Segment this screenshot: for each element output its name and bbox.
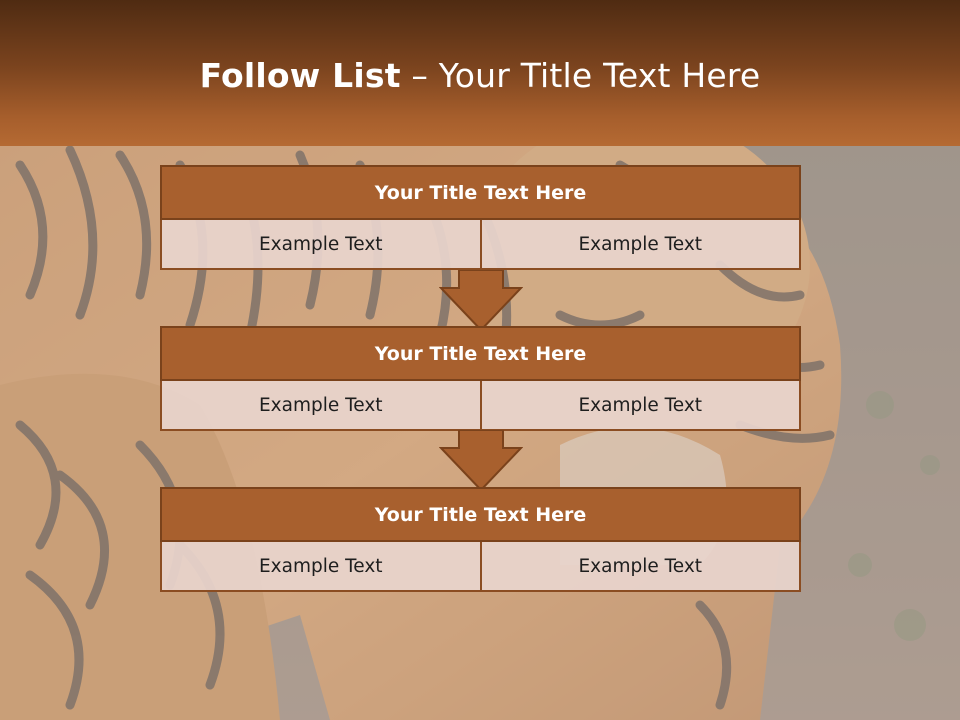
slide-title-bold: Follow List <box>199 56 401 95</box>
flow-block-title: Your Title Text Here <box>160 326 801 381</box>
flow-block-1: Your Title Text Here Example Text Exampl… <box>160 165 801 270</box>
flow-block-cell-right: Example Text <box>481 220 801 270</box>
flow-block-2: Your Title Text Here Example Text Exampl… <box>160 326 801 431</box>
flow-block-title: Your Title Text Here <box>160 487 801 542</box>
flow-block-cell-right: Example Text <box>481 542 801 592</box>
flow-block-row: Example Text Example Text <box>160 220 801 270</box>
slide-title-rest: – Your Title Text Here <box>400 56 761 95</box>
flow-block-row: Example Text Example Text <box>160 542 801 592</box>
flow-block-cell-left: Example Text <box>160 542 482 592</box>
flow-block-title: Your Title Text Here <box>160 165 801 220</box>
flow-block-cell-left: Example Text <box>160 220 482 270</box>
header-band: Follow List – Your Title Text Here <box>0 0 960 146</box>
flow-block-row: Example Text Example Text <box>160 381 801 431</box>
flow-block-cell-right: Example Text <box>481 381 801 431</box>
slide-title: Follow List – Your Title Text Here <box>0 56 960 95</box>
flow-block-cell-left: Example Text <box>160 381 482 431</box>
down-arrow-icon <box>439 430 523 492</box>
down-arrow-icon <box>439 270 523 332</box>
flow-block-3: Your Title Text Here Example Text Exampl… <box>160 487 801 592</box>
